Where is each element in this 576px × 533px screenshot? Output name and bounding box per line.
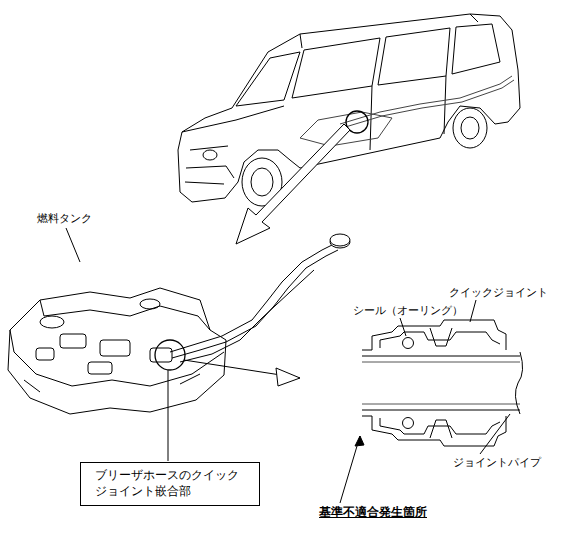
- part-label: 燃料タンク: [36, 212, 93, 226]
- part-label: シール（オーリング）: [352, 304, 464, 318]
- leader-line: [480, 414, 510, 454]
- part-label: クイックジョイント: [448, 286, 549, 300]
- leader-line: [470, 300, 476, 322]
- leader-line: [400, 318, 406, 336]
- part-label: ジョイントパイプ: [452, 456, 542, 470]
- callout-box: ブリーザホースのクイック ジョイント嵌合部: [80, 462, 260, 506]
- leader-line: [66, 228, 80, 262]
- arrowhead: [355, 436, 364, 446]
- callout-text: ブリーザホースのクイック ジョイント嵌合部: [95, 468, 245, 499]
- arrowhead: [276, 368, 300, 386]
- quick-joint-section: [362, 320, 523, 446]
- car-illustration: [178, 14, 520, 206]
- fuel-tank: [8, 234, 350, 414]
- leader-line: [168, 370, 169, 461]
- defect-location-label: 基準不適合発生箇所: [318, 505, 428, 520]
- zoom-arrow: [236, 124, 350, 244]
